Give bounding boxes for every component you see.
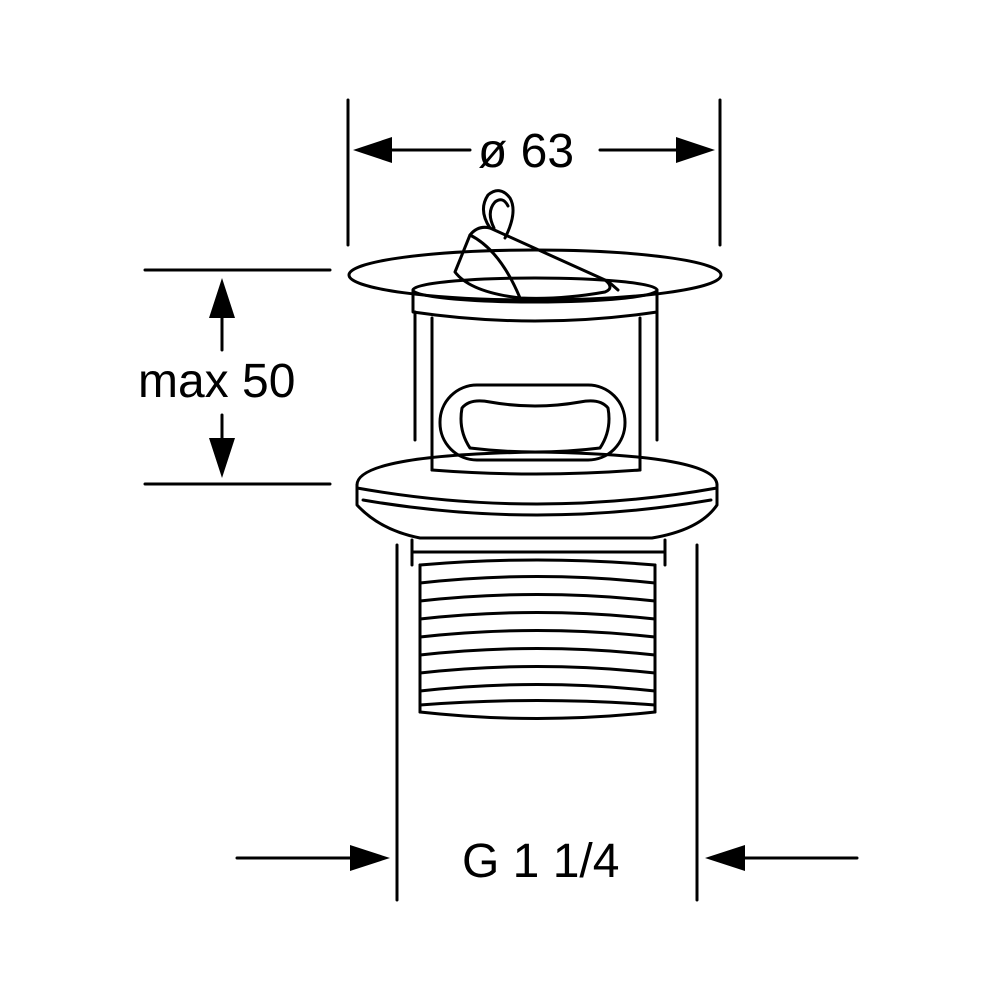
arrow-up-icon [209, 278, 235, 318]
pull-ring-inner [488, 198, 510, 230]
base-flange-top [355, 450, 719, 487]
thread-label: G 1 1/4 [462, 835, 620, 888]
dimension-height [143, 268, 332, 486]
pull-ring [482, 189, 515, 240]
dimension-diameter [346, 98, 722, 247]
drain-fitting [347, 189, 723, 720]
plug-lid-rim [411, 288, 659, 323]
arrow-right-icon [350, 845, 390, 871]
cap-flange [347, 248, 723, 302]
arrow-left-icon [705, 845, 745, 871]
diameter-label: ø 63 [478, 125, 575, 178]
base-flange-edge-2 [361, 498, 713, 517]
dimension-thread [235, 543, 859, 902]
arrow-left-icon [353, 137, 392, 163]
shank-collar [410, 538, 667, 554]
base-flange-edge [355, 486, 719, 506]
height-label: max 50 [138, 355, 296, 408]
thread-bottom [418, 710, 657, 720]
base-flange-side [355, 483, 719, 540]
arrow-down-icon [209, 438, 235, 478]
plug-handle-edge [468, 233, 522, 300]
arrow-right-icon [676, 137, 715, 163]
handle-tip [608, 281, 620, 292]
thread-grooves [418, 558, 657, 707]
overflow-slot [438, 383, 627, 462]
plug-handle [453, 225, 612, 300]
overflow-slot-inner [459, 399, 611, 454]
body-bottom-curve [430, 468, 642, 476]
